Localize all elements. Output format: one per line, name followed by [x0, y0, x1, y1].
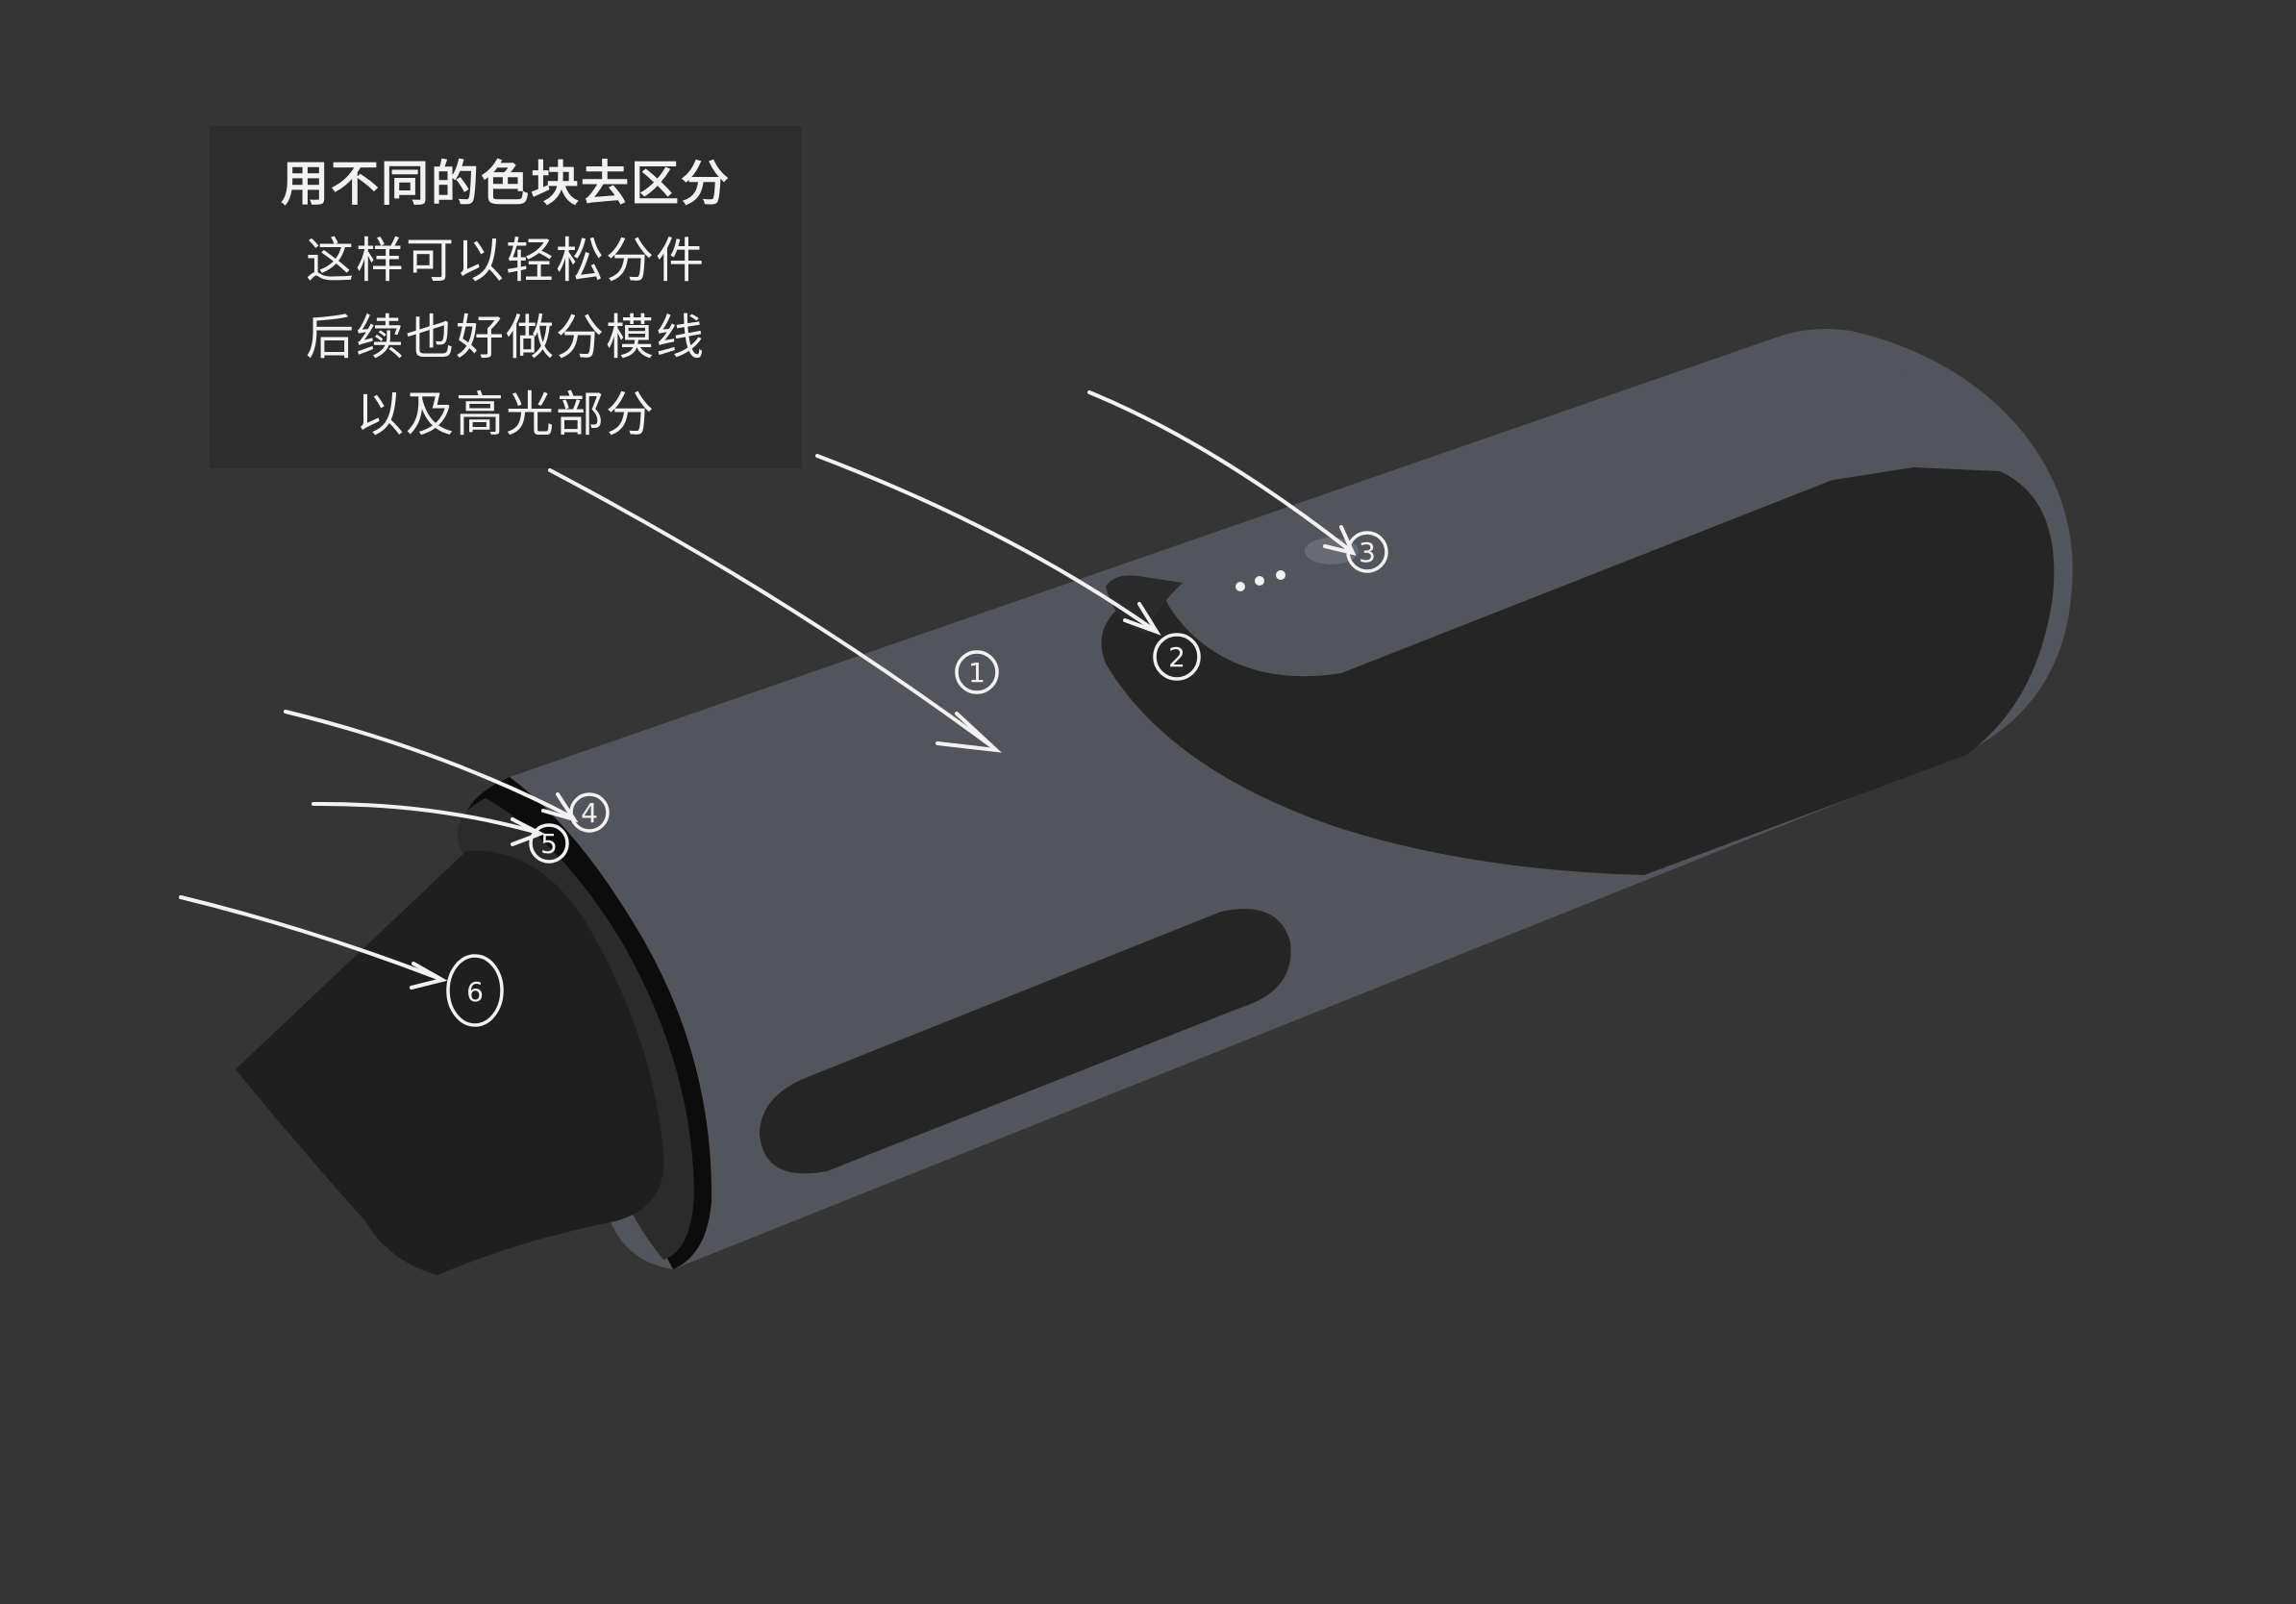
arrow-6: [179, 895, 442, 981]
callout-3: 3: [1346, 531, 1388, 573]
arrow-3: [1087, 390, 1353, 553]
side-slot: [760, 909, 1291, 1174]
arrow-5-head: [511, 817, 545, 846]
svg-text:4: 4: [581, 797, 598, 829]
arrow-3-head: [1323, 525, 1357, 556]
control-panel: [1160, 338, 1921, 677]
callout-4: 4: [569, 792, 610, 833]
arrow-1-head: [936, 712, 1002, 753]
note-line-3: 后续也好做分模线: [306, 310, 706, 365]
arrow-2-head: [1123, 602, 1161, 636]
svg-text:6: 6: [466, 976, 484, 1008]
arrow-5: [312, 801, 540, 835]
note-title: 用不同的色块去区分: [281, 156, 731, 212]
svg-text:2: 2: [1168, 641, 1185, 673]
note-line-2: 这样可以轻松分件: [306, 233, 706, 288]
led-dot-3: [1276, 570, 1285, 580]
nozzle: [236, 850, 664, 1275]
svg-text:3: 3: [1359, 537, 1376, 568]
note-box: 用不同的色块去区分 这样可以轻松分件 后续也好做分模线 以及高光部分: [210, 126, 802, 468]
arrow-4: [284, 710, 574, 819]
arrow-2: [815, 454, 1156, 632]
product-body: [236, 329, 2073, 1275]
callout-2: 2: [1153, 633, 1201, 681]
led-dot-2: [1255, 576, 1264, 586]
svg-text:1: 1: [968, 657, 986, 689]
callouts: 1 2 3 4 5 6: [446, 531, 1388, 1027]
note-line-4: 以及高光部分: [356, 387, 656, 442]
arrow-1: [548, 468, 992, 747]
svg-text:5: 5: [540, 828, 558, 860]
arrows: [179, 390, 1357, 990]
callout-1: 1: [955, 650, 999, 694]
arrow-6-head: [410, 962, 448, 990]
led-dot-1: [1235, 582, 1245, 591]
callout-6: 6: [446, 954, 504, 1027]
callout-5: 5: [529, 823, 569, 864]
